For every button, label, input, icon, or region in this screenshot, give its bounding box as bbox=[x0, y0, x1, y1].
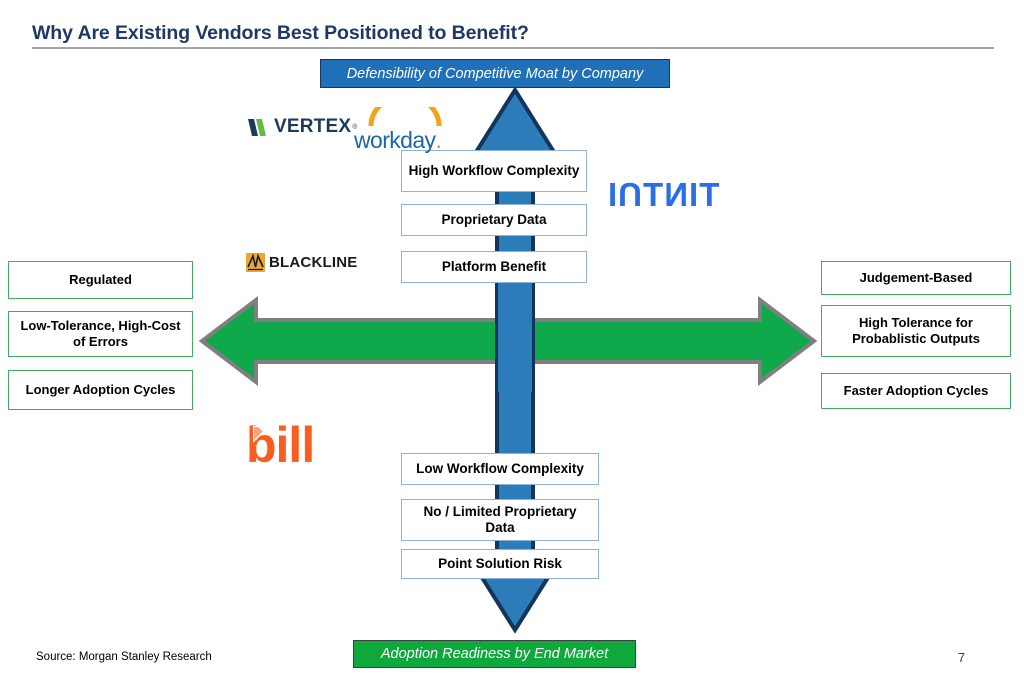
intuit-logo: IUTNIT bbox=[608, 176, 721, 213]
left-box-regulated[interactable]: Regulated bbox=[8, 261, 193, 299]
vertex-wordmark: VERTEX bbox=[274, 116, 352, 137]
right-box-high-tolerance-for-probablistic-outputs[interactable]: High Tolerance for Probablistic Outputs bbox=[821, 305, 1011, 357]
blackline-logo: BLACKLINE bbox=[246, 253, 357, 272]
defensibility-banner: Defensibility of Competitive Moat by Com… bbox=[320, 59, 670, 88]
center-box-high-workflow-complexity[interactable]: High Workflow Complexity bbox=[401, 150, 587, 192]
bill-logo: bill bbox=[246, 420, 315, 470]
blackline-wordmark: BLACKLINE bbox=[269, 254, 358, 271]
left-box-label: Longer Adoption Cycles bbox=[25, 381, 176, 397]
bill-wordmark: bill bbox=[246, 420, 315, 470]
center-box-point-solution-risk[interactable]: Point Solution Risk bbox=[401, 549, 599, 579]
center-box-label: Point Solution Risk bbox=[438, 555, 562, 571]
center-box-label: High Workflow Complexity bbox=[408, 162, 580, 178]
center-box-label: Low Workflow Complexity bbox=[416, 460, 584, 476]
left-box-label: Low-Tolerance, High-Cost of Errors bbox=[20, 317, 181, 349]
workday-arc-icon bbox=[368, 107, 442, 127]
right-box-label: High Tolerance for Probablistic Outputs bbox=[852, 314, 980, 346]
vertex-trademark: ® bbox=[352, 123, 358, 131]
center-box-proprietary-data[interactable]: Proprietary Data bbox=[401, 204, 587, 236]
workday-wordmark: workday bbox=[354, 127, 436, 153]
right-box-faster-adoption-cycles[interactable]: Faster Adoption Cycles bbox=[821, 373, 1011, 409]
blackline-mark-icon bbox=[246, 253, 265, 272]
bill-page-fold-icon bbox=[253, 426, 270, 443]
workday-dot-icon: . bbox=[435, 127, 442, 153]
workday-wordmark-row: workday. bbox=[354, 127, 442, 154]
page-number: 7 bbox=[958, 651, 965, 665]
vertex-mark-icon bbox=[248, 118, 266, 136]
workday-logo: workday. bbox=[354, 107, 442, 154]
adoption-readiness-axis-arrow bbox=[198, 296, 818, 386]
adoption-readiness-banner: Adoption Readiness by End Market bbox=[353, 640, 636, 668]
vertex-logo: VERTEX ® bbox=[248, 116, 357, 138]
center-box-label: Proprietary Data bbox=[441, 211, 547, 227]
left-box-low-tolerance-high-cost-of-errors[interactable]: Low-Tolerance, High-Cost of Errors bbox=[8, 311, 193, 357]
right-box-label: Judgement-Based bbox=[859, 269, 973, 285]
left-box-label: Regulated bbox=[69, 271, 132, 287]
right-box-judgement-based[interactable]: Judgement-Based bbox=[821, 261, 1011, 295]
left-box-longer-adoption-cycles[interactable]: Longer Adoption Cycles bbox=[8, 370, 193, 410]
title-divider bbox=[32, 47, 994, 49]
source-note: Source: Morgan Stanley Research bbox=[36, 651, 212, 663]
right-box-label: Faster Adoption Cycles bbox=[843, 382, 989, 398]
center-box-label: Platform Benefit bbox=[441, 258, 547, 274]
adoption-readiness-banner-label: Adoption Readiness by End Market bbox=[380, 646, 609, 662]
intuit-wordmark: IUTNIT bbox=[608, 176, 721, 213]
defensibility-banner-label: Defensibility of Competitive Moat by Com… bbox=[346, 65, 644, 82]
center-box-low-workflow-complexity[interactable]: Low Workflow Complexity bbox=[401, 453, 599, 485]
center-box-label: No / Limited Proprietary Data bbox=[423, 503, 577, 535]
page-title: Why Are Existing Vendors Best Positioned… bbox=[32, 22, 529, 44]
center-box-platform-benefit[interactable]: Platform Benefit bbox=[401, 251, 587, 283]
center-box-no-limited-proprietary-data[interactable]: No / Limited Proprietary Data bbox=[401, 499, 599, 541]
